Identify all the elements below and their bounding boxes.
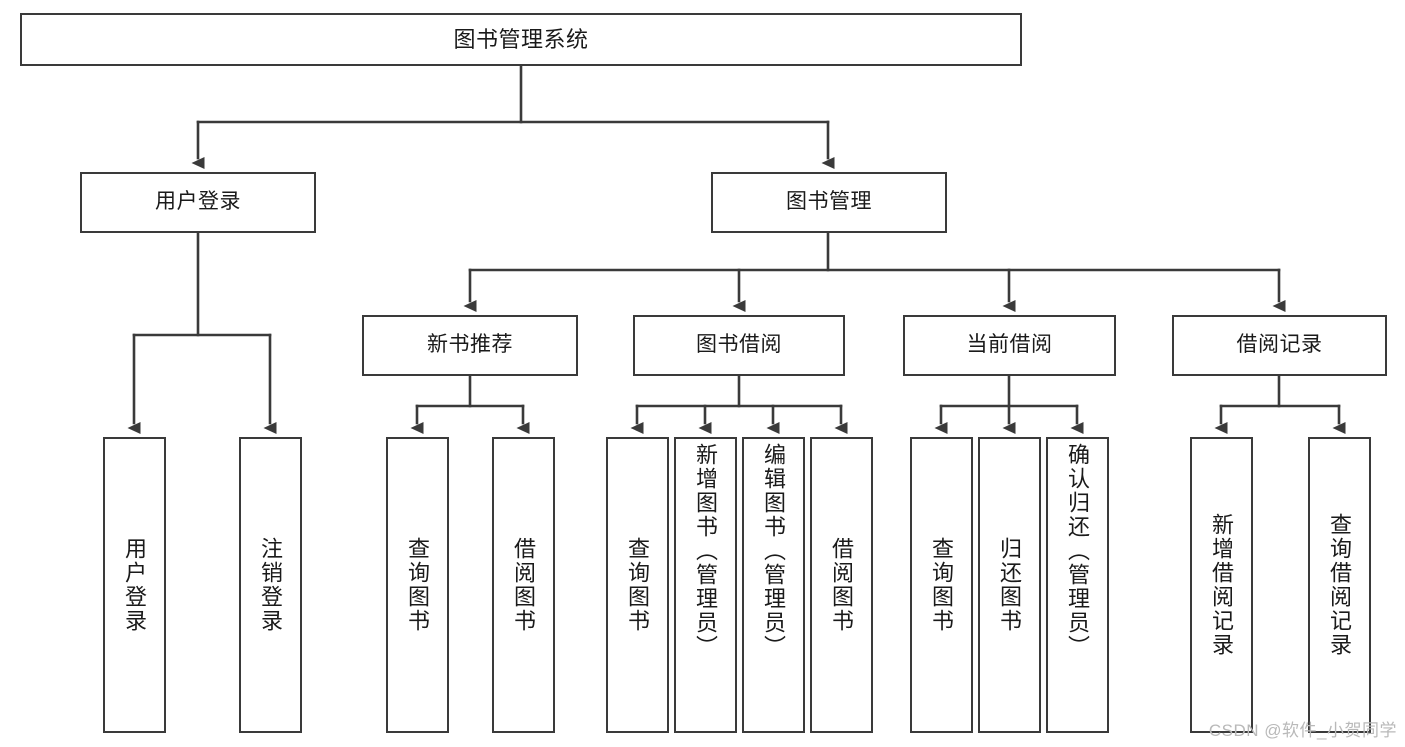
node-label: 新书推荐 (427, 333, 513, 357)
node-label: 当前借阅 (966, 333, 1053, 357)
node-label: 借阅图书 (511, 537, 537, 633)
leaf-confirm-return-admin[interactable]: 确认归还（管理员） (1046, 437, 1109, 733)
node-user-login[interactable]: 用户登录 (80, 172, 316, 233)
node-book-borrow[interactable]: 图书借阅 (633, 315, 845, 376)
node-label: 注销登录 (258, 537, 284, 633)
leaf-logout[interactable]: 注销登录 (239, 437, 302, 733)
node-label: 借阅图书 (829, 537, 855, 633)
node-label: 图书管理系统 (453, 26, 589, 52)
node-borrow-records[interactable]: 借阅记录 (1172, 315, 1387, 376)
node-label: 图书借阅 (696, 333, 782, 357)
node-label: 借阅记录 (1236, 333, 1323, 357)
node-book-management[interactable]: 图书管理 (711, 172, 947, 233)
node-new-book-recommend[interactable]: 新书推荐 (362, 315, 578, 376)
leaf-borrow-book[interactable]: 借阅图书 (810, 437, 873, 733)
node-label: 新增借阅记录 (1209, 513, 1235, 657)
leaf-query-book-borrow[interactable]: 查询图书 (606, 437, 669, 733)
node-label: 归还图书 (997, 537, 1023, 633)
leaf-user-login[interactable]: 用户登录 (103, 437, 166, 733)
leaf-query-book-recommend[interactable]: 查询图书 (386, 437, 449, 733)
node-label: 用户登录 (122, 537, 148, 633)
node-label: 图书管理 (786, 190, 872, 214)
node-label: 新增图书（管理员） (693, 443, 719, 659)
leaf-return-book[interactable]: 归还图书 (978, 437, 1041, 733)
node-label: 查询图书 (929, 537, 955, 633)
node-label: 用户登录 (155, 190, 241, 214)
node-label: 编辑图书（管理员） (761, 443, 787, 659)
leaf-edit-book-admin[interactable]: 编辑图书（管理员） (742, 437, 805, 733)
leaf-borrow-book-recommend[interactable]: 借阅图书 (492, 437, 555, 733)
leaf-add-borrow-record[interactable]: 新增借阅记录 (1190, 437, 1253, 733)
node-root-system[interactable]: 图书管理系统 (20, 13, 1022, 66)
node-current-borrow[interactable]: 当前借阅 (903, 315, 1116, 376)
csdn-watermark: CSDN @软件_小贺同学 (1208, 721, 1397, 740)
node-label: 查询图书 (405, 537, 431, 633)
node-label: 确认归还（管理员） (1065, 443, 1091, 659)
leaf-query-borrow-record[interactable]: 查询借阅记录 (1308, 437, 1371, 733)
node-label: 查询借阅记录 (1327, 513, 1353, 657)
leaf-query-book-current[interactable]: 查询图书 (910, 437, 973, 733)
leaf-add-book-admin[interactable]: 新增图书（管理员） (674, 437, 737, 733)
node-label: 查询图书 (625, 537, 651, 633)
